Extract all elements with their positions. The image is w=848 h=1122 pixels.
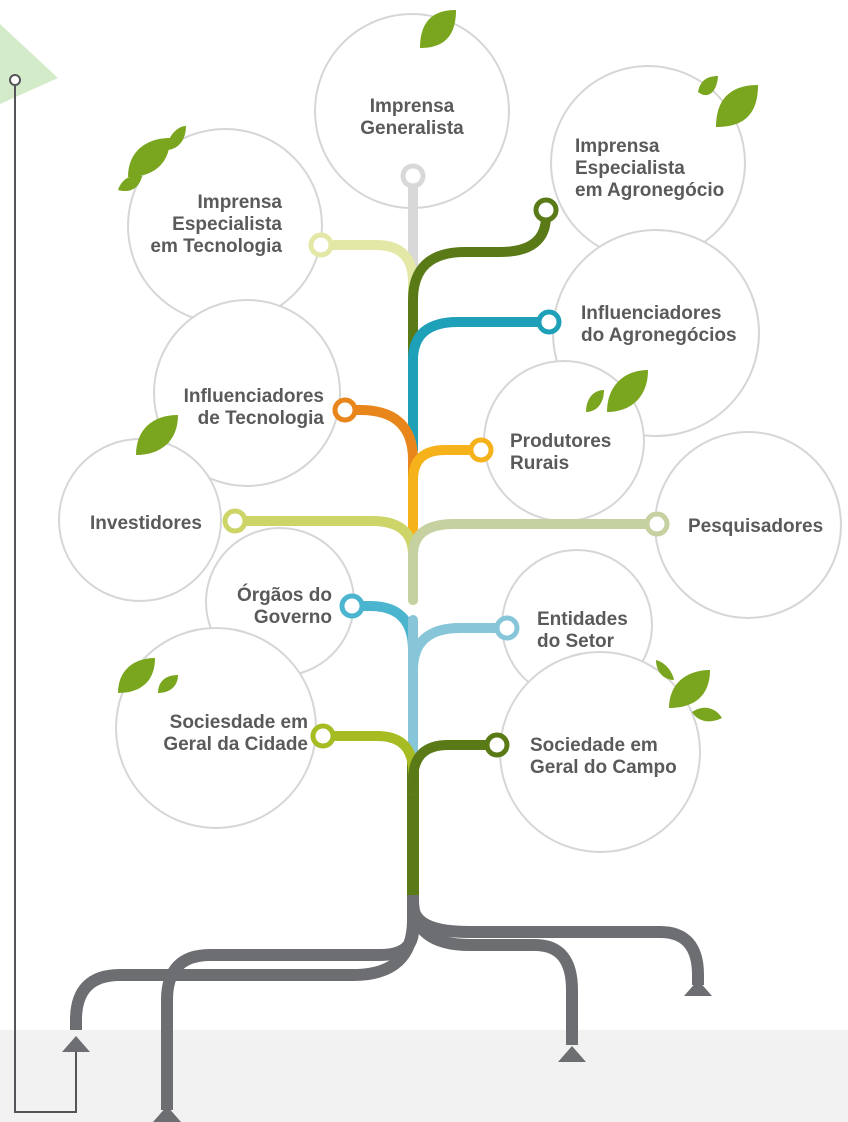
connector-dot [9,74,21,86]
label-produtores: Produtores Rurais [510,431,612,474]
dot-soc-campo [484,732,510,758]
leaf-icon [669,670,710,708]
root-arrow-2 [153,1106,181,1122]
root-arrow-3 [558,1046,586,1062]
dot-entidades [494,615,520,641]
dot-pesquisadores [644,511,670,537]
leaf-icon [166,126,186,150]
dot-influenc-agro [536,309,562,335]
corner-pointer-shape [0,24,58,104]
dot-imprensa-tec [308,232,334,258]
label-imprensa-generalista: Imprensa Generalista [360,96,464,139]
branch-soc-campo [408,740,502,795]
branch-imprensa-tec [316,240,418,335]
leaf-icon [158,675,178,693]
leaf-icon [656,660,674,680]
branch-influenc-tec [340,405,418,505]
dot-orgaos [339,593,365,619]
connector-line [14,80,77,1113]
dot-influenc-tec [332,397,358,423]
leaf-icon [586,390,604,412]
leaf-icon [698,76,718,96]
leaf-icon [118,175,142,192]
leaf-icon [136,415,178,455]
bottom-shade-band [0,1030,848,1122]
root-right-outer [407,904,704,985]
root-left-inner [161,929,419,1110]
dot-investidores [222,508,248,534]
label-imprensa-agro: Imprensa Especialista em Agronegócio [575,136,725,201]
label-orgaos: Órgãos do Governo [236,585,332,628]
label-influenc-tec: Influenciadores de Tecnologia [183,386,324,429]
leaf-icon [128,138,170,177]
leaf-icon [420,10,456,48]
leaf-icon [716,85,758,127]
label-influenc-agro: Influenciadores do Agronegócios [581,303,737,346]
label-investidores: Investidores [90,513,202,534]
label-entidades: Entidades do Setor [537,609,628,652]
label-soc-cidade: Sociesdade em Geral da Cidade [163,712,308,755]
circle-influenc-tec [153,299,341,487]
leaf-icon [692,707,722,722]
branch-soc-cidade [318,731,418,795]
leaf-icon [607,370,648,412]
dot-produtores [468,437,494,463]
branch-influenc-agro [408,317,554,455]
branch-imprensa-agro [408,211,551,395]
root-right-inner [407,899,578,1045]
dot-soc-cidade [310,723,336,749]
dot-imprensa-generalista [400,163,426,189]
branch-pesquisadores [408,519,662,605]
label-imprensa-tec: Imprensa Especialista em Tecnologia [150,192,282,257]
branch-entidades [408,623,512,705]
root-arrow-4 [684,980,712,996]
dot-imprensa-agro [533,197,559,223]
branch-orgaos [347,601,418,695]
leaf-icon [118,658,155,693]
branch-produtores [408,445,486,550]
label-pesquisadores: Pesquisadores [688,516,824,537]
label-soc-campo: Sociedade em Geral do Campo [530,735,677,778]
root-arrow-1 [62,1036,90,1052]
